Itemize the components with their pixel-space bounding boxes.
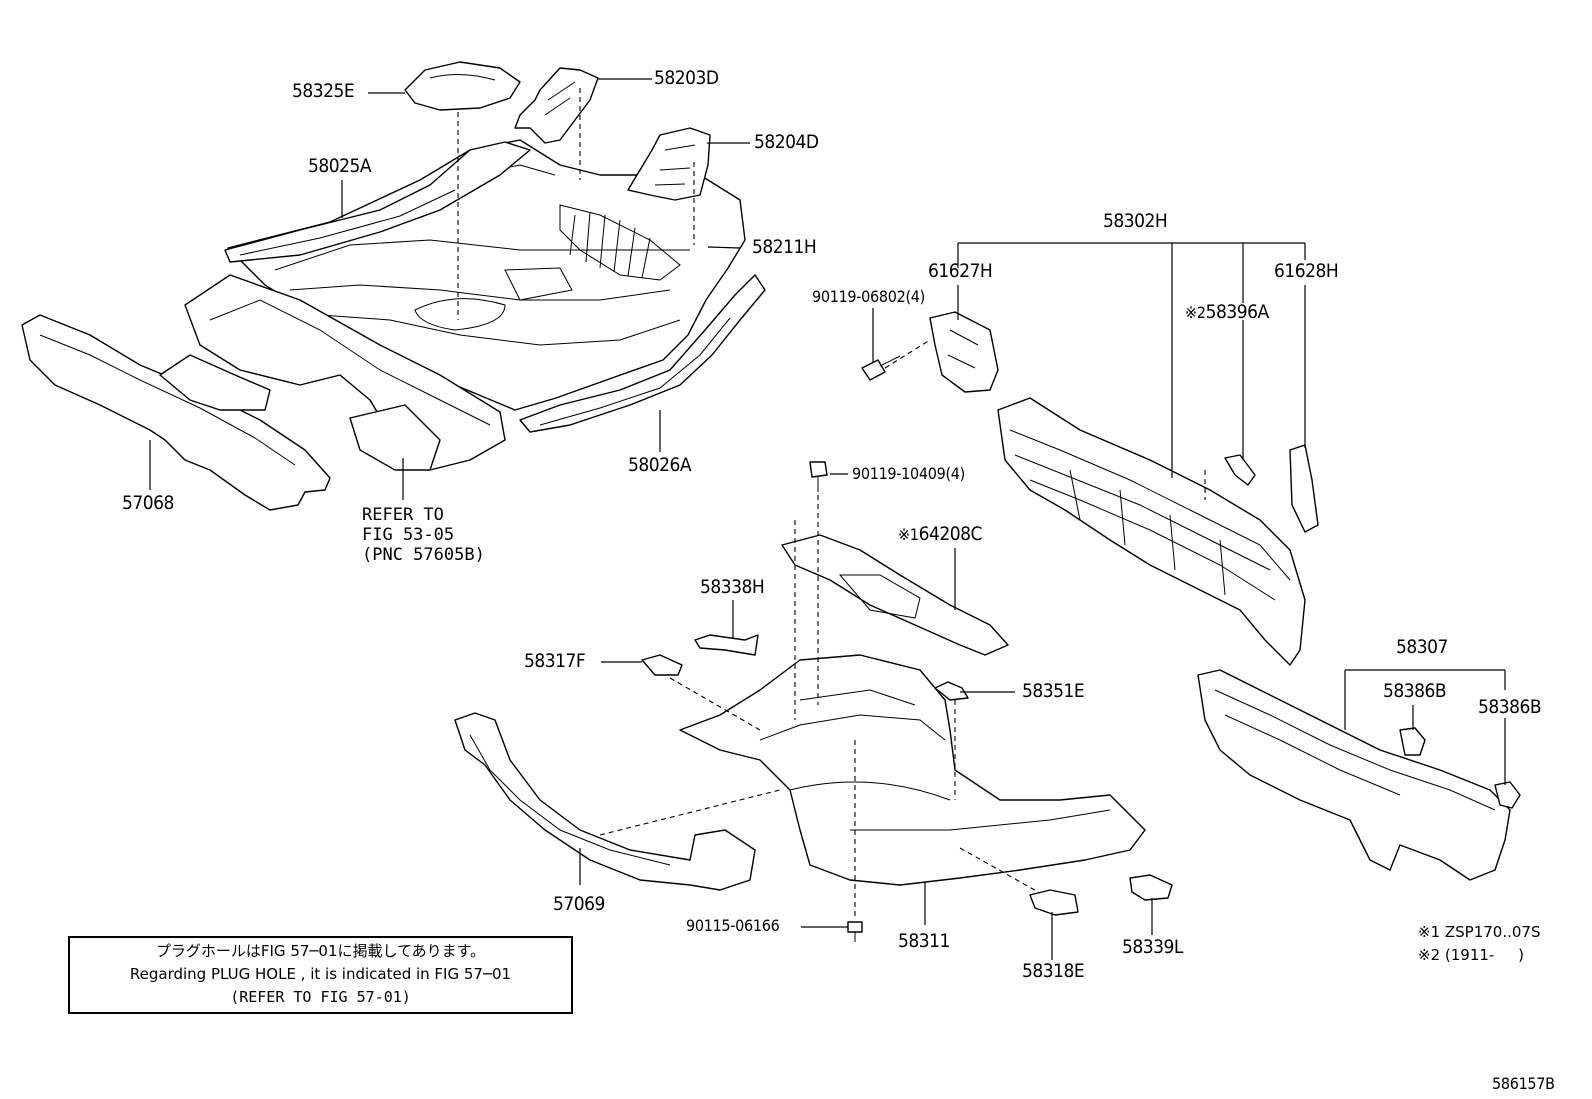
marker-1: ※1 [898,525,919,544]
part-label-90115-06166[interactable]: 90115-06166 [686,916,780,935]
bracket-58203D [514,67,599,144]
bracket-58386B-right [1494,781,1521,809]
part-label-58339L[interactable]: 58339L [1122,936,1183,958]
note-line-english: Regarding PLUG HOLE , it is indicated in… [129,965,512,983]
floor-cross-member [184,274,506,471]
cover-58325E [404,61,521,111]
bracket-58339L [1129,874,1173,901]
part-label-61628H[interactable]: 61628H [1274,260,1339,282]
bracket-58386B-left [1399,727,1426,756]
part-label-58307[interactable]: 58307 [1396,636,1448,658]
bolt-90115-06166 [847,921,863,942]
footnote-2: ※2 (1911- ) [1418,946,1525,964]
part-label-58025A[interactable]: 58025A [308,155,372,177]
bracket-58318E [1029,889,1079,916]
part-label-58318E[interactable]: 58318E [1022,960,1085,982]
part-label-57068[interactable]: 57068 [122,492,174,514]
part-label-58204D[interactable]: 58204D [754,131,819,153]
refer-line-2: FIG 53-05 [362,525,455,545]
refer-line-1: REFER TO [362,505,444,525]
bracket-58204D [627,127,711,201]
part-label-58317F[interactable]: 58317F [524,650,586,672]
bracket-58338H [694,634,759,656]
refer-line-3: (PNC 57605B) [362,545,485,565]
bolt-90119-10409 [809,461,828,492]
note-line-refer[interactable]: (REFER TO FIG 57-01) [230,988,411,1006]
dash-panel-58302H [997,397,1306,666]
part-number-64208C: 64208C [918,523,983,545]
note-line-japanese: プラグホールはFIG 57─01に掲載してあります。 [155,942,486,960]
front-floor-pan-58311 [679,654,1146,886]
clip-58396A [1224,454,1256,486]
side-member-58025A [224,141,531,263]
bracket-58317F [641,654,683,676]
figure-id: 586157B [1492,1074,1555,1093]
bracket-61627H [929,311,999,393]
plug-hole-note-box: プラグホールはFIG 57─01に掲載してあります。 Regarding PLU… [68,936,573,1014]
footnote-1: ※1 ZSP170..07S [1418,923,1541,941]
refer-note: REFER TO FIG 53-05 (PNC 57605B) [362,505,485,565]
bracket-58351E [934,681,969,701]
part-label-64208C[interactable]: ※164208C [898,525,982,544]
rear-panel-57068 [21,314,331,511]
side-member-58026A [519,274,766,433]
bracket-61628H [1289,444,1319,533]
part-label-58302H[interactable]: 58302H [1103,210,1168,232]
part-label-58386B-right[interactable]: 58386B [1478,696,1542,718]
part-label-58203D[interactable]: 58203D [654,67,719,89]
part-label-58386B-left[interactable]: 58386B [1383,680,1447,702]
part-label-57069[interactable]: 57069 [553,893,605,915]
part-label-58351E[interactable]: 58351E [1022,680,1085,702]
part-label-58396A[interactable]: ※258396A [1185,303,1269,322]
assembly-dashed-lines [457,88,1206,918]
part-label-58026A[interactable]: 58026A [628,454,692,476]
part-label-90119-06802[interactable]: 90119-06802(4) [812,287,925,306]
part-label-58338H[interactable]: 58338H [700,576,765,598]
part-label-61627H[interactable]: 61627H [928,260,993,282]
part-label-58211H[interactable]: 58211H [752,236,817,258]
part-label-90119-10409[interactable]: 90119-10409(4) [852,464,965,483]
leader-lines [149,78,1506,960]
cowl-58307 [1197,669,1511,881]
part-label-58325E[interactable]: 58325E [292,80,355,102]
part-label-58311[interactable]: 58311 [898,930,950,952]
part-number-58396A: 58396A [1205,301,1270,323]
side-rail-57069 [454,712,756,891]
marker-2: ※2 [1185,303,1206,322]
cross-member-64208C [781,534,1009,656]
bolt-90119-06802 [861,355,901,381]
